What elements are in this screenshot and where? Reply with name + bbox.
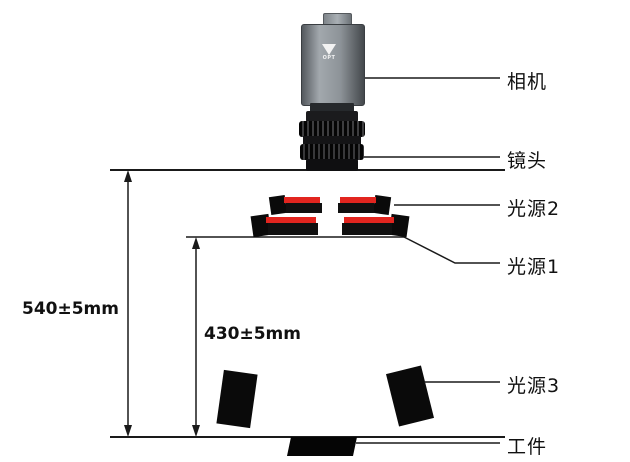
leader-line-light1 [403,236,500,264]
label-light3: 光源3 [507,375,561,397]
label-workpiece: 工件 [507,436,548,458]
light2-left-body [286,203,322,213]
arrow-up-icon [192,237,200,249]
label-light2: 光源2 [507,198,561,220]
light2-right-body [338,203,374,213]
label-camera: 相机 [507,71,548,93]
lens-barrel-mid [303,136,361,145]
lens-barrel-bottom [306,159,358,171]
lens-focus-ring [299,121,365,137]
workpiece-block [287,437,357,456]
label-lens: 镜头 [507,150,548,172]
light2-left-red-stripe [284,197,320,203]
light3-left-panel [216,369,258,429]
lens-barrel-top [306,111,358,122]
camera-brand-logo-icon: OPT [318,44,340,68]
label-light1: 光源1 [507,256,561,278]
light1-left-body [268,223,318,235]
logo-text: OPT [322,55,336,61]
dimension-label-430: 430±5mm [204,324,301,344]
camera-lens-mount [310,103,354,112]
logo-triangle-icon [322,44,336,55]
light2-right-cap [372,194,392,216]
light1-right-body [342,223,392,235]
light2-right-red-stripe [340,197,376,203]
light3-right-panel [386,365,434,427]
light2-left-cap [268,194,288,216]
lens-aperture-ring [300,144,364,160]
light1-right-red-stripe [344,217,394,223]
light1-left-red-stripe [266,217,316,223]
arrow-down-icon [124,425,132,437]
dimension-label-540: 540±5mm [22,299,119,319]
arrow-down-icon [192,425,200,437]
arrow-up-icon [124,170,132,182]
